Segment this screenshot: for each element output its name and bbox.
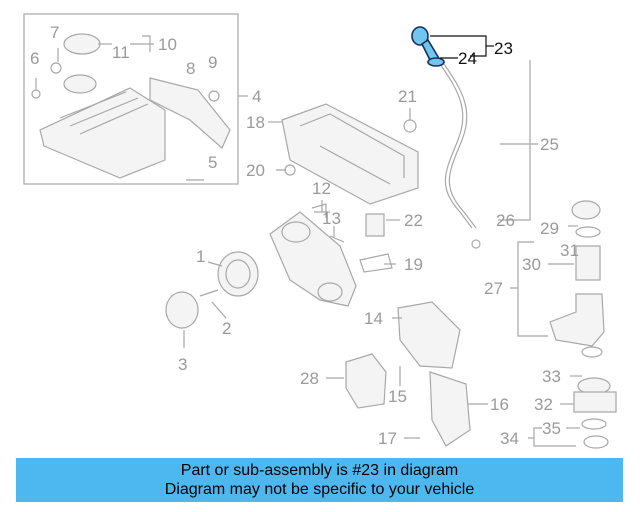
callout-24: 24 xyxy=(458,49,477,68)
callout-12: 12 xyxy=(312,179,331,198)
callout-13: 13 xyxy=(322,209,341,228)
callout-9: 9 xyxy=(208,53,217,72)
crank-pulley xyxy=(165,251,259,329)
dipstick-cap-part-23[interactable] xyxy=(411,26,445,67)
callout-2: 2 xyxy=(222,319,231,338)
callout-23: 23 xyxy=(494,39,513,58)
callout-35: 35 xyxy=(542,419,561,438)
callout-16: 16 xyxy=(490,395,509,414)
callout-14: 14 xyxy=(364,309,383,328)
timing-cover xyxy=(269,203,357,307)
callout-10: 10 xyxy=(158,35,177,54)
oil-filter-housing xyxy=(549,200,617,449)
banner-line-2: Diagram may not be specific to your vehi… xyxy=(164,481,475,498)
callout-34: 34 xyxy=(500,429,519,448)
callout-7: 7 xyxy=(50,23,59,42)
callout-4: 4 xyxy=(252,87,261,106)
sensor-bracket xyxy=(359,213,393,273)
callout-21: 21 xyxy=(398,87,417,106)
callout-1: 1 xyxy=(196,247,205,266)
leader-lines xyxy=(35,35,582,447)
valve-cover-group xyxy=(23,13,239,185)
dipstick-tube xyxy=(439,63,481,249)
callout-19: 19 xyxy=(404,255,423,274)
callout-30: 30 xyxy=(522,255,541,274)
callout-20: 20 xyxy=(246,161,265,180)
callout-15: 15 xyxy=(388,387,407,406)
callout-22: 22 xyxy=(404,211,423,230)
callout-3: 3 xyxy=(178,355,187,374)
callout-5: 5 xyxy=(208,153,217,172)
banner-line-1: Part or sub-assembly is #23 in diagram xyxy=(180,462,459,479)
callout-17: 17 xyxy=(378,429,397,448)
callout-31: 31 xyxy=(560,241,579,260)
info-banner: Part or sub-assembly is #23 in diagram D… xyxy=(16,458,623,502)
callout-11: 11 xyxy=(112,43,130,62)
callout-27: 27 xyxy=(484,279,503,298)
callout-25: 25 xyxy=(540,135,559,154)
callout-26: 26 xyxy=(496,211,515,230)
callout-labels: 7 10 11 6 8 9 4 5 18 20 21 12 13 22 19 1… xyxy=(30,23,579,448)
oil-pump xyxy=(345,301,471,447)
oil-pan xyxy=(281,103,419,205)
callout-29: 29 xyxy=(540,219,559,238)
callout-6: 6 xyxy=(30,49,39,68)
callout-18: 18 xyxy=(246,113,265,132)
callout-32: 32 xyxy=(534,395,553,414)
callout-33: 33 xyxy=(542,367,561,386)
parts-diagram: 7 10 11 6 8 9 4 5 18 20 21 12 13 22 19 1… xyxy=(23,13,617,449)
callout-28: 28 xyxy=(300,369,319,388)
callout-8: 8 xyxy=(186,59,195,78)
